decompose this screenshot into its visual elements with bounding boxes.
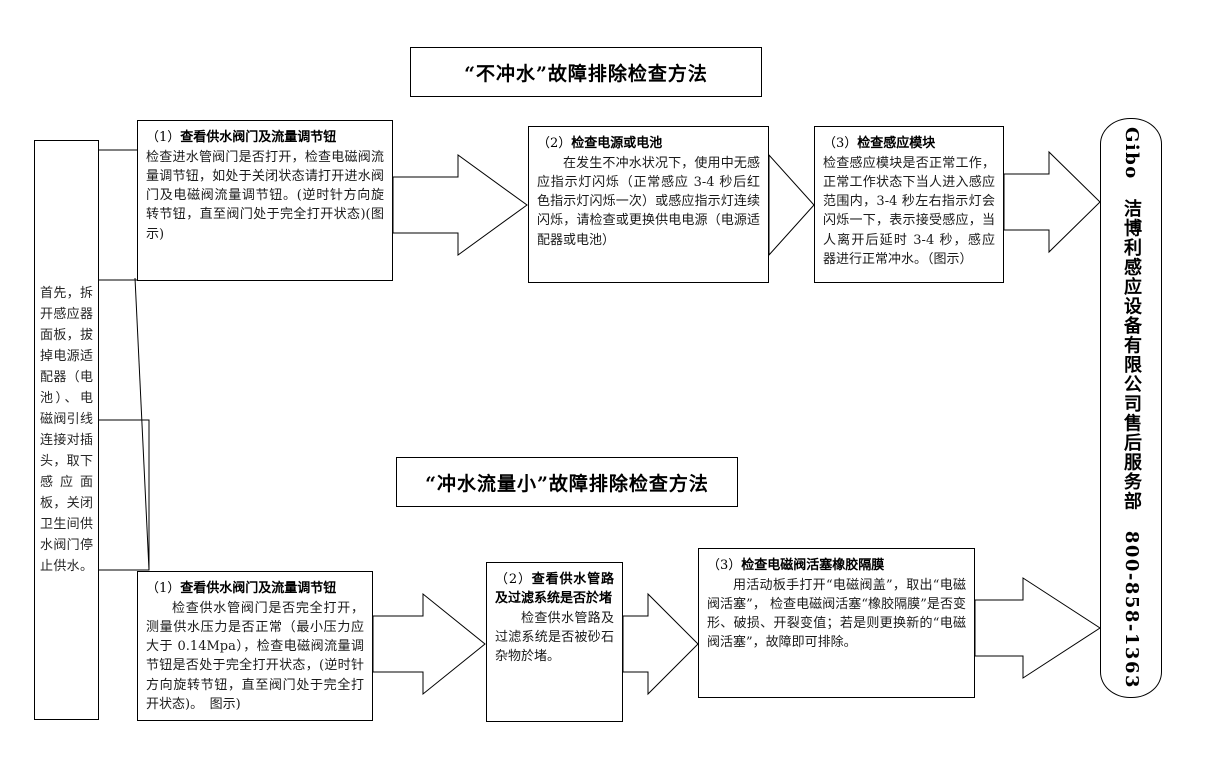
connector-row2-step2-to-step3 (622, 592, 699, 696)
step-box-row1-step2: （2）检查电源或电池 在发生不冲水状况下，使用中无感应指示灯闪烁（正常感应 3-… (528, 126, 769, 283)
step-title-row1-step1: 查看供水阀门及流量调节钮 (180, 130, 337, 145)
step-box-row2-step1: （1）查看供水阀门及流量调节钮 检查供水管阀门是否完全打开，测量供水压力是否正常… (137, 571, 373, 721)
connector-row1-step3-to-company (1003, 150, 1101, 254)
company-info-text: Gibo 洁博利感应设备有限公司售后服务部 800-858-1363 (1121, 127, 1142, 689)
intro-instruction-text: 首先，拆开感应器面板，拔掉电源适配器（电池）、电磁阀引线连接对插头，取下感应面板… (40, 285, 93, 575)
step-title-row2-step2: 查看供水管路及过滤系统是否於堵 (495, 572, 614, 607)
step-body-row1-step1: 检查进水管阀门是否打开，检查电磁阀流量调节钮，如处于关闭状态请打开进水阀门及电磁… (146, 150, 384, 242)
step-number-row2-step1: （1） (146, 581, 181, 596)
step-box-row2-step3: （3）检查电磁阀活塞橡胶隔膜 用活动板手打开“电磁阀盖”，取出“电磁阀活塞”， … (698, 548, 975, 698)
step-heading-row2-step2: （2）查看供水管路及过滤系统是否於堵 (495, 570, 614, 608)
step-title-row2-step3: 检查电磁阀活塞橡胶隔膜 (741, 558, 885, 573)
step-title-row2-step1: 查看供水阀门及流量调节钮 (180, 581, 337, 596)
connector-intro-to-both-rows (99, 149, 150, 571)
section-title-no-flush: “不冲水”故障排除检查方法 (410, 47, 762, 97)
step-box-row1-step3: （3）检查感应模块 检查感应模块是否正常工作，正常工作状态下当人进入感应范围内，… (814, 126, 1004, 283)
step-title-row1-step3: 检查感应模块 (857, 136, 936, 151)
step-heading-row1-step2: （2）检查电源或电池 (537, 134, 760, 153)
step-heading-row1-step1: （1）查看供水阀门及流量调节钮 (146, 128, 384, 147)
connector-row2-step3-to-company (974, 577, 1101, 679)
connector-row1-step1-to-step2 (392, 154, 528, 256)
section-title-low-flow: “冲水流量小”故障排除检查方法 (396, 457, 738, 507)
step-heading-row2-step3: （3）检查电磁阀活塞橡胶隔膜 (707, 556, 966, 575)
company-name-cn: 洁博利感应设备有限公司售后服务部 (1121, 199, 1142, 512)
company-info-box: Gibo 洁博利感应设备有限公司售后服务部 800-858-1363 (1100, 118, 1162, 698)
step-number-row1-step3: （3） (823, 136, 858, 151)
connector-row2-step1-to-step2 (372, 592, 486, 696)
company-brand-latin: Gibo (1121, 127, 1142, 180)
step-body-row1-step3: 检查感应模块是否正常工作，正常工作状态下当人进入感应范围内，3-4 秒左右指示灯… (823, 156, 995, 267)
step-title-row1-step2: 检查电源或电池 (571, 136, 663, 151)
company-hotline: 800-858-1363 (1121, 530, 1142, 689)
step-body-row2-step2: 检查供水管路及过滤系统是否被砂石杂物於堵。 (495, 611, 614, 665)
step-number-row2-step2: （2） (495, 572, 532, 587)
step-box-row1-step1: （1）查看供水阀门及流量调节钮 检查进水管阀门是否打开，检查电磁阀流量调节钮，如… (137, 120, 393, 281)
step-body-row1-step2: 在发生不冲水状况下，使用中无感应指示灯闪烁（正常感应 3-4 秒后红色指示灯闪烁… (537, 156, 760, 248)
connector-row1-step2-to-step3 (768, 153, 815, 257)
step-body-row2-step3: 用活动板手打开“电磁阀盖”，取出“电磁阀活塞”， 检查电磁阀活塞“橡胶隔膜”是否… (707, 578, 966, 651)
step-number-row1-step2: （2） (537, 136, 572, 151)
step-heading-row1-step3: （3）检查感应模块 (823, 134, 995, 153)
step-number-row1-step1: （1） (146, 130, 181, 145)
step-body-row2-step1: 检查供水管阀门是否完全打开，测量供水压力是否正常（最小压力应大于 0.14Mpa… (146, 601, 364, 712)
intro-instruction-box: 首先，拆开感应器面板，拔掉电源适配器（电池）、电磁阀引线连接对插头，取下感应面板… (34, 140, 99, 720)
step-heading-row2-step1: （1）查看供水阀门及流量调节钮 (146, 579, 364, 598)
step-box-row2-step2: （2）查看供水管路及过滤系统是否於堵 检查供水管路及过滤系统是否被砂石杂物於堵。 (486, 562, 623, 722)
step-number-row2-step3: （3） (707, 558, 742, 573)
